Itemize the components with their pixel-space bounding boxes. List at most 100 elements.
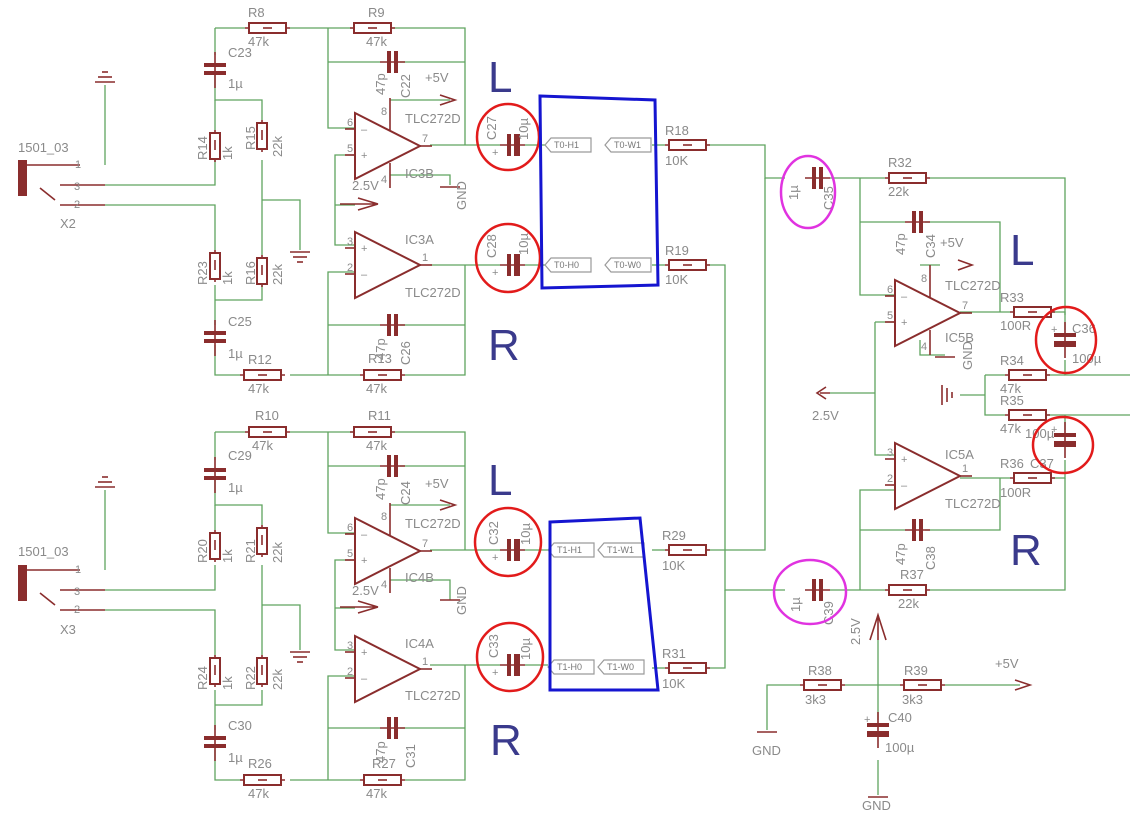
- opamp-ref-label: IC5B: [945, 330, 974, 345]
- resistor-ref-label: R27: [372, 756, 396, 771]
- plus5-label: +5V: [995, 656, 1019, 671]
- polarity-mark: +: [1051, 324, 1057, 336]
- resistor-ref-label: R15: [243, 126, 258, 150]
- blue-box-annotation: [538, 94, 660, 290]
- capacitor-ref-label: C23: [228, 45, 252, 60]
- capacitor-ref-label: C30: [228, 718, 252, 733]
- capacitor-ref-label: C28: [484, 234, 499, 258]
- bias-label: 2.5V: [352, 583, 379, 598]
- capacitor-value-label: 47p: [893, 543, 908, 565]
- pin-number: 4: [921, 341, 927, 353]
- bias-label: 2.5V: [812, 408, 839, 423]
- inverting-sign: –: [901, 291, 908, 303]
- resistor-value-label: 47k: [1000, 421, 1021, 436]
- resistor-value-label: 22k: [888, 184, 909, 199]
- resistor-value-label: 3k3: [902, 692, 923, 707]
- resistor-value-label: 47k: [248, 34, 269, 49]
- opamp-ref-label: IC3A: [405, 232, 434, 247]
- noninverting-sign: +: [361, 647, 367, 659]
- polarity-mark: +: [1051, 424, 1057, 436]
- svg-text:3: 3: [74, 181, 80, 193]
- resistor-ref-label: R38: [808, 663, 832, 678]
- polarity-mark: +: [492, 667, 498, 679]
- capacitor-ref-label: C22: [398, 74, 413, 98]
- resistor-ref-label: R33: [1000, 290, 1024, 305]
- resistor-ref-label: R16: [243, 261, 258, 285]
- capacitor-value-label: 10µ: [516, 233, 531, 255]
- resistor-ref-label: R29: [662, 528, 686, 543]
- opamp-ref-label: IC5A: [945, 447, 974, 462]
- connector-x2: 1501_03 X2 132: [18, 140, 105, 231]
- channel-left-mark: L: [488, 53, 512, 102]
- noninverting-sign: +: [361, 243, 367, 255]
- resistor-value-label: 47k: [366, 438, 387, 453]
- capacitor-ref-label: C33: [486, 634, 501, 658]
- polarity-mark: +: [492, 147, 498, 159]
- wires: [104, 27, 1130, 795]
- capacitor-value-label: 10µ: [518, 523, 533, 545]
- resistor-ref-label: R19: [665, 243, 689, 258]
- net-label-text: T1-W0: [607, 662, 634, 672]
- net-label-text: T1-H1: [557, 545, 582, 555]
- pin-number: 2: [347, 666, 353, 678]
- resistor-ref-label: R37: [900, 567, 924, 582]
- resistor-value-label: 47k: [366, 34, 387, 49]
- pin-number: 4: [381, 174, 387, 186]
- resistor-ref-label: R35: [1000, 393, 1024, 408]
- inverting-sign: –: [361, 269, 368, 281]
- polarity-mark: +: [864, 714, 870, 726]
- connector-ref-label: X2: [60, 216, 76, 231]
- resistor-value-label: 100R: [1000, 485, 1031, 500]
- resistor-value-label: 47k: [248, 786, 269, 801]
- capacitor-value-label: 1µ: [228, 750, 243, 765]
- pin-number: 5: [347, 548, 353, 560]
- pin-number: 6: [347, 522, 353, 534]
- resistor-value-label: 47k: [252, 438, 273, 453]
- inverting-sign: –: [361, 529, 368, 541]
- opamp-part-label: TLC272D: [945, 278, 1001, 293]
- opamp-part-label: TLC272D: [405, 285, 461, 300]
- net-label-text: T0-W1: [614, 140, 641, 150]
- polarity-mark: +: [492, 552, 498, 564]
- capacitor-ref-label: C31: [403, 744, 418, 768]
- pin-number: 3: [347, 236, 353, 248]
- red-circle-annotation: [473, 506, 543, 578]
- bias-label: 2.5V: [848, 618, 863, 645]
- resistor-ref-label: R8: [248, 5, 265, 20]
- noninverting-sign: +: [361, 555, 367, 567]
- pin-number: 3: [887, 447, 893, 459]
- resistor-value-label: 47k: [366, 786, 387, 801]
- opamp-part-label: TLC272D: [405, 111, 461, 126]
- opamp-part-label: TLC272D: [945, 496, 1001, 511]
- resistor-value-label: 1k: [220, 549, 235, 563]
- net-label-text: T0-W0: [614, 260, 641, 270]
- pin-number: 8: [381, 511, 387, 523]
- resistor-ref-label: R26: [248, 756, 272, 771]
- resistor-value-label: 1k: [220, 146, 235, 160]
- pin-number: 7: [422, 133, 428, 145]
- resistor-ref-label: R34: [1000, 353, 1024, 368]
- resistor-r35: R35 47k: [1000, 393, 1050, 436]
- channel-left-mark: L: [488, 456, 512, 505]
- ground-symbols: [95, 71, 955, 798]
